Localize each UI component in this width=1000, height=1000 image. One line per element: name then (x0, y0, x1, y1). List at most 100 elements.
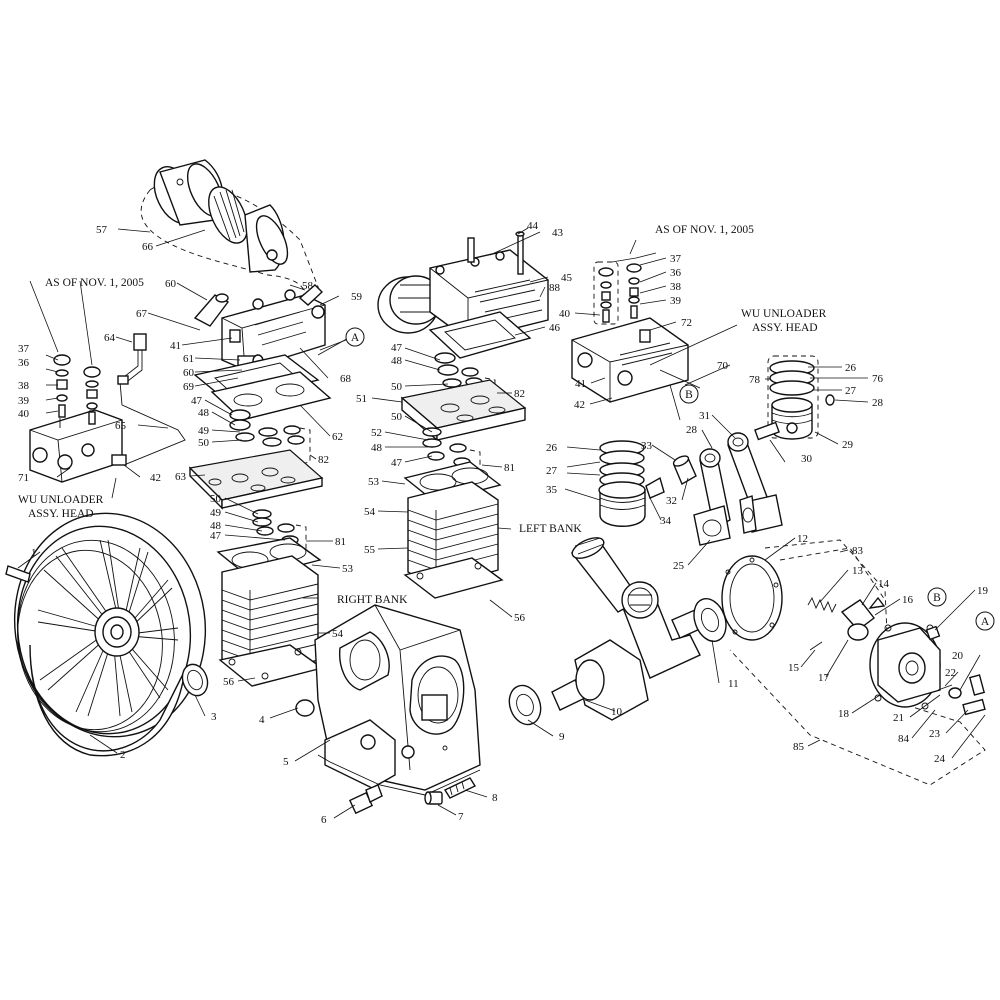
wrist-pin-34 (645, 476, 665, 499)
callout-40-left: 40 (18, 408, 30, 420)
left-bank-valve-plate-51 (400, 379, 527, 442)
note-as-of-right: AS OF NOV. 1, 2005 (655, 224, 754, 236)
callout-54-center: 54 (364, 506, 376, 518)
note-left-bank: LEFT BANK (519, 523, 582, 535)
callout-51: 51 (356, 393, 367, 405)
note-right-bank: RIGHT BANK (337, 594, 408, 606)
left-bank-cylinder (403, 461, 504, 599)
ref-circle-b-top: B (679, 384, 699, 404)
callout-9: 9 (559, 731, 565, 743)
callout-43: 43 (552, 227, 564, 239)
callout-48-b: 48 (371, 442, 383, 454)
bracket-82-left (299, 427, 311, 465)
callout-47-c: 47 (191, 395, 203, 407)
callout-67: 67 (136, 308, 148, 320)
right-bank-valve-plate-63 (188, 449, 324, 510)
callout-7: 7 (458, 811, 464, 823)
callout-35: 35 (546, 484, 558, 496)
callout-50-b: 50 (391, 411, 403, 423)
spring-13 (807, 596, 837, 614)
callout-labels: 57 66 44 43 45 88 46 37 36 38 39 40 72 4… (18, 220, 989, 826)
callout-49-b: 49 (210, 507, 222, 519)
callout-84: 84 (898, 733, 910, 745)
callout-44: 44 (527, 220, 539, 232)
left-bank-head-assembly (377, 231, 549, 341)
callout-46: 46 (549, 322, 561, 334)
callout-88: 88 (549, 282, 561, 294)
callout-41-left: 41 (170, 340, 181, 352)
ref-circle-a-top: A (345, 327, 365, 347)
callout-60-b: 60 (183, 367, 195, 379)
callout-71: 71 (18, 472, 29, 484)
callout-26-right: 26 (845, 362, 857, 374)
ref-b-label-2: B (933, 592, 941, 604)
callout-13: 13 (852, 565, 864, 577)
callout-17: 17 (818, 672, 830, 684)
piston-rod-assembly-center (570, 537, 659, 619)
callout-66: 66 (142, 241, 154, 253)
callout-3: 3 (211, 711, 217, 723)
flywheel-spokes (37, 539, 179, 717)
callout-19: 19 (977, 585, 989, 597)
piston-rings-middle (599, 440, 645, 488)
callout-83: 83 (852, 545, 864, 557)
drain-plug-6 (348, 784, 383, 815)
callout-38-left: 38 (18, 380, 30, 392)
callout-22: 22 (945, 667, 956, 679)
pin-15 (809, 641, 823, 651)
callout-21: 21 (893, 712, 904, 724)
callout-57: 57 (96, 224, 108, 236)
plug-4 (295, 699, 315, 717)
callout-53-center: 53 (368, 476, 380, 488)
note-wu-right-1: WU UNLOADER (741, 308, 827, 320)
valve-59 (311, 305, 325, 319)
callout-5: 5 (283, 756, 289, 768)
callout-1: 1 (31, 547, 37, 559)
ref-circle-a-right: A (975, 611, 995, 631)
callout-61: 61 (183, 353, 194, 365)
callout-70: 70 (717, 360, 729, 372)
callout-53-left: 53 (342, 563, 354, 575)
piston-middle-35 (598, 481, 646, 527)
ref-a-label-2: A (981, 616, 990, 628)
callout-18: 18 (838, 708, 850, 720)
callout-76: 76 (872, 373, 884, 385)
callout-33: 33 (641, 440, 653, 452)
right-bank-gasket-62 (210, 371, 332, 421)
callout-64: 64 (104, 332, 116, 344)
right-bank-head-assembly (193, 284, 326, 379)
note-wu-left-1: WU UNLOADER (18, 494, 104, 506)
wrist-pin-33 (672, 455, 697, 485)
callout-69: 69 (183, 381, 195, 393)
note-wu-left-2: ASSY. HEAD (28, 508, 94, 520)
callout-50-d: 50 (210, 493, 222, 505)
callout-49-a: 49 (198, 425, 210, 437)
callout-40-right: 40 (559, 308, 571, 320)
flywheel (5, 512, 207, 757)
left-bank-valves-upper (434, 352, 483, 388)
outline-83 (779, 547, 886, 601)
callout-54-left: 54 (332, 628, 344, 640)
lever-14-16 (840, 596, 886, 641)
callout-14: 14 (878, 578, 890, 590)
callout-52: 52 (371, 427, 382, 439)
left-bank-gasket-46 (428, 311, 532, 359)
callout-82-center: 82 (514, 388, 525, 400)
piston-right (771, 394, 835, 440)
callout-28-mid: 28 (686, 424, 698, 436)
callout-58: 58 (302, 280, 314, 292)
callout-11: 11 (728, 678, 739, 690)
elbow-fitting-58 (298, 284, 324, 306)
callout-37-right: 37 (670, 253, 682, 265)
callout-62: 62 (332, 431, 343, 443)
callout-26-mid: 26 (546, 442, 558, 454)
callout-81-left: 81 (335, 536, 346, 548)
callout-63: 63 (175, 471, 187, 483)
callout-48-d: 48 (210, 520, 222, 532)
callout-65: 65 (115, 420, 127, 432)
callout-81-center: 81 (504, 462, 515, 474)
callout-56-center: 56 (514, 612, 526, 624)
callout-28-right: 28 (872, 397, 884, 409)
